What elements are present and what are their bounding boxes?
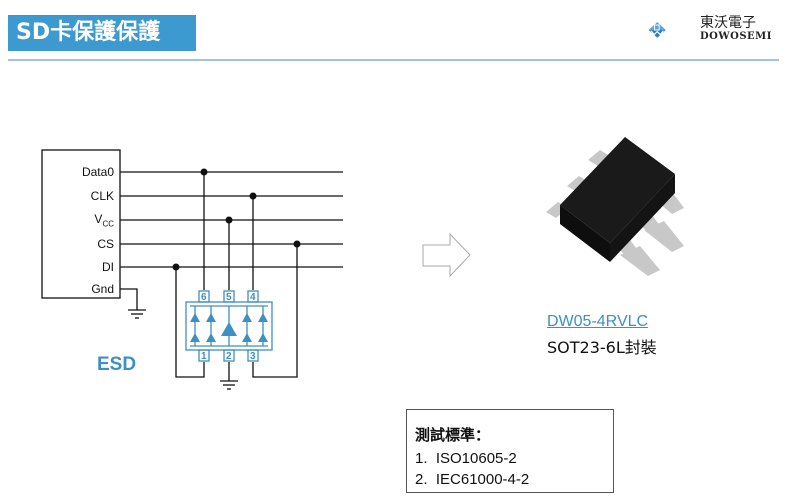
- test-standards-box: 測試標準： 1. ISO10605-2 2. IEC61000-4-2: [406, 409, 614, 493]
- dowosemi-logo-icon: [648, 22, 666, 38]
- junction-dot: [293, 240, 301, 248]
- right-arrow-icon: [422, 232, 471, 278]
- pin-label: 4: [250, 292, 256, 303]
- sd-card-block: [41, 149, 121, 299]
- page-title: SD卡保護保護: [8, 15, 196, 51]
- line-gnd: [120, 288, 138, 310]
- logo-chinese-name: 東沃電子: [700, 15, 756, 31]
- signal-label-di: DI: [102, 260, 114, 274]
- pin-label: 1: [201, 351, 207, 362]
- vcc-sub: CC: [102, 219, 114, 229]
- standard-item: 2. IEC61000-4-2: [415, 471, 530, 488]
- standard-item: 1. ISO10605-2: [415, 450, 517, 467]
- pin-label: 2: [226, 351, 232, 362]
- diode-array-icon: [190, 313, 268, 342]
- esd-chip: [185, 290, 273, 362]
- logo-english-name: DOWOSEMI: [700, 31, 772, 42]
- package-label: SOT23-6L封裝: [547, 338, 657, 357]
- junction-dot: [172, 263, 180, 271]
- signal-label-clk: CLK: [90, 189, 114, 203]
- standards-title: 測試標準：: [415, 426, 491, 444]
- vcc-main: V: [94, 212, 103, 226]
- sot23-package-image: [546, 137, 684, 276]
- pin-label: 6: [201, 292, 207, 303]
- junction-dot: [225, 216, 233, 224]
- signal-label-data0: Data0: [81, 165, 114, 179]
- pin-label: 3: [250, 351, 256, 362]
- junction-dot: [200, 168, 208, 176]
- wire-pin3: [252, 244, 298, 378]
- part-number-link[interactable]: DW05-4RVLC: [547, 313, 649, 330]
- signal-label-gnd: Gnd: [91, 282, 114, 296]
- esd-label: ESD: [97, 354, 137, 375]
- junction-dot: [249, 192, 257, 200]
- header-divider: [8, 59, 779, 61]
- wire-pin1: [175, 267, 205, 378]
- signal-label-vcc: VCC: [44, 212, 114, 228]
- signal-label-cs: CS: [97, 237, 114, 251]
- pin-label: 5: [226, 292, 232, 303]
